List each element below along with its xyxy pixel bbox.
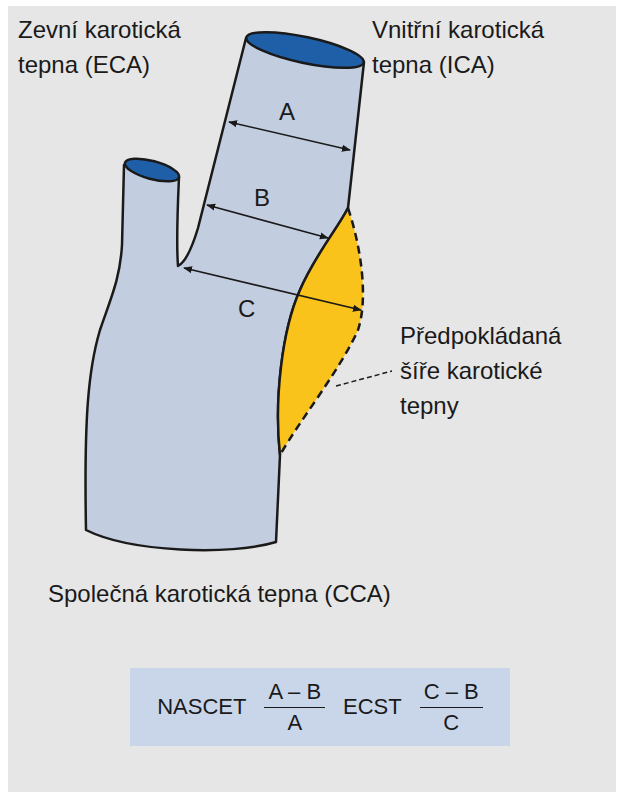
fraction: C – BC: [420, 679, 483, 736]
panel-background: [8, 6, 616, 792]
artery-outline: [86, 38, 364, 550]
annotation-label: Předpokládaná šíře karotické tepny: [400, 318, 605, 423]
numerator: C – B: [420, 679, 483, 708]
dimension-label: A: [279, 94, 295, 129]
formula-name: ECST: [343, 694, 402, 719]
leader-line: [336, 371, 392, 386]
formula-name: NASCET: [157, 694, 246, 719]
formula-name: ECST: [343, 694, 402, 720]
denominator: C: [443, 708, 459, 736]
plaque-inner-edge: [278, 208, 348, 455]
plaque: [278, 208, 363, 455]
numerator: A – B: [264, 679, 325, 708]
artery-label: Společná karotická tepna (CCA): [48, 576, 391, 611]
formula-band: NASCET A – BA ECST C – BC: [130, 668, 510, 746]
ica-opening: [244, 25, 367, 75]
eca-opening: [123, 154, 182, 186]
formula-name: NASCET: [157, 694, 246, 720]
dimension-label: B: [254, 180, 270, 215]
artery-label: Zevní karotická tepna (ECA): [18, 12, 233, 82]
dimension-arrow: [229, 122, 350, 150]
dimension-label: C: [238, 291, 255, 326]
artery-label: Vnitřní karotická tepna (ICA): [372, 12, 608, 82]
assumed-wall-line: [280, 208, 363, 455]
denominator: A: [287, 708, 302, 736]
dimension-arrow: [184, 268, 361, 310]
fraction: A – BA: [264, 679, 325, 736]
